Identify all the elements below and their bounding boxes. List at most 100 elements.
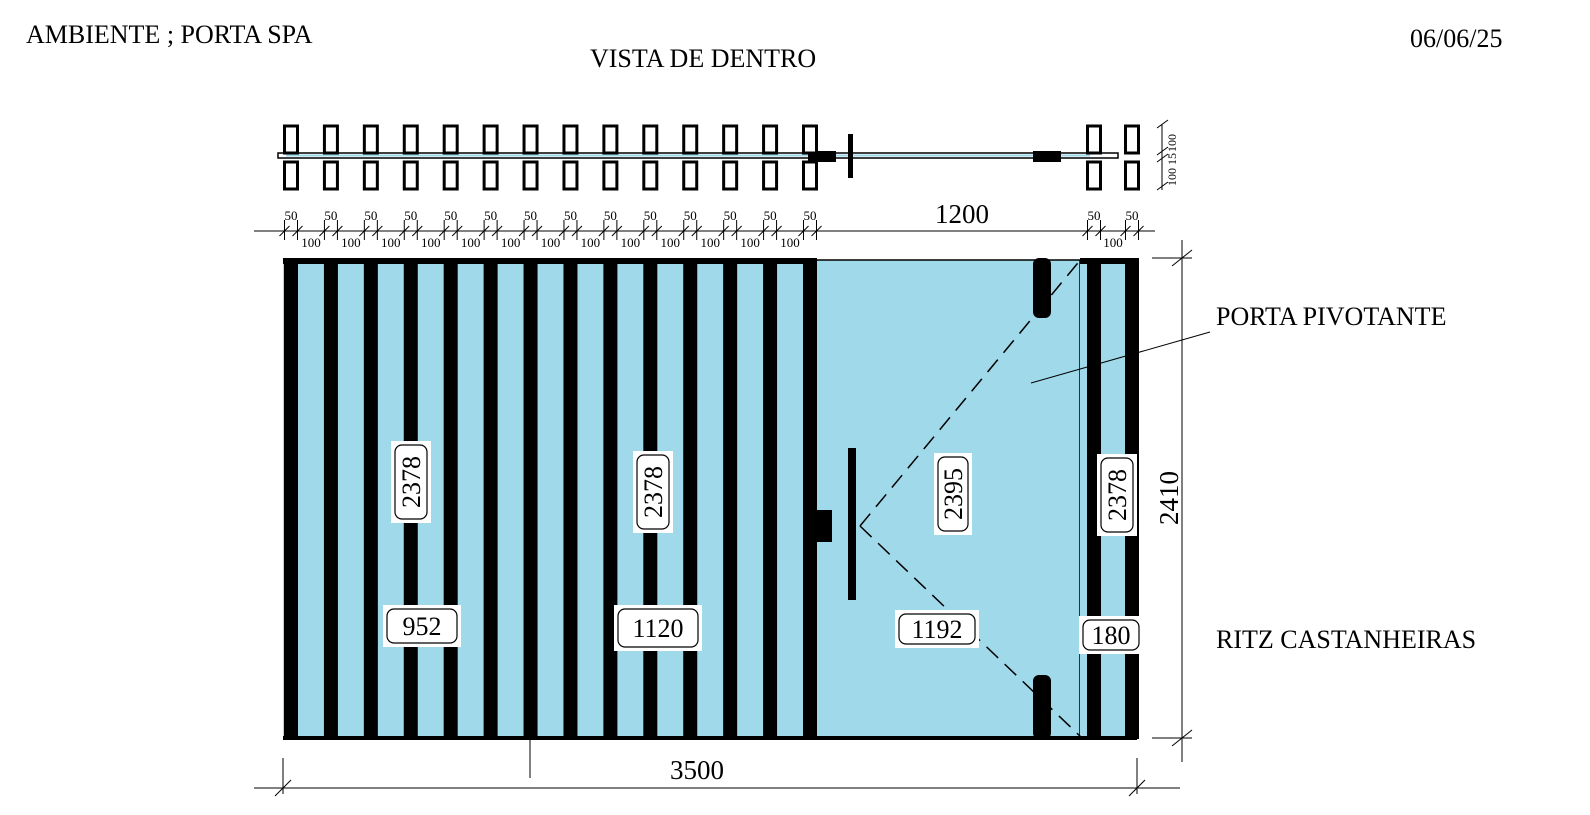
- plan-slat-bottom: [522, 160, 539, 191]
- slat-width-dim: 50: [604, 208, 617, 223]
- slat-spacing-dim: 100: [780, 235, 800, 250]
- plan-slat-bottom: [362, 160, 379, 191]
- plan-view: 100 15 100: [277, 119, 1179, 191]
- slat-spacing-dim: 100: [381, 235, 401, 250]
- slat-spacing-dim: 100: [740, 235, 760, 250]
- width-tag-door: 1192: [895, 610, 979, 648]
- plan-slat-top: [602, 124, 619, 155]
- elevation-slat: [563, 258, 578, 739]
- width-tag-right: 180: [1079, 616, 1143, 654]
- width-tag-left-text: 952: [403, 612, 442, 641]
- slat-width-dim: 50: [684, 208, 697, 223]
- height-tag-left: 2378: [391, 441, 431, 523]
- bottom-pivot: [1033, 675, 1051, 739]
- width-tag-door-frame: [898, 613, 976, 645]
- top-beam-right: [1080, 258, 1136, 264]
- width-tick-right: [1128, 779, 1146, 797]
- drawing-date: 06/06/25: [1410, 24, 1503, 53]
- plan-dim-tick: [1156, 153, 1169, 163]
- elevation-slat: [763, 258, 778, 739]
- plan-slat-bottom: [482, 160, 499, 191]
- width-tick-left: [274, 779, 292, 797]
- slat-width-dim: 50: [324, 208, 337, 223]
- slat-width-dim: 50: [764, 208, 777, 223]
- plan-slat-top: [642, 124, 659, 155]
- plan-slat-top: [682, 124, 699, 155]
- door-leaf-plan: [848, 134, 853, 178]
- top-pivot: [1033, 258, 1051, 318]
- door-handle-block: [812, 510, 832, 542]
- slat-width-dim: 50: [1088, 208, 1101, 223]
- slat-spacing-dim: 100: [541, 235, 561, 250]
- width-tag-left: 952: [383, 605, 461, 647]
- width-tag-middle: 1120: [614, 605, 702, 651]
- slat-width-dim: 50: [564, 208, 577, 223]
- height-tag-door-frame: [937, 456, 969, 532]
- plan-slat-top: [522, 124, 539, 155]
- slat-width-dim: 50: [364, 208, 377, 223]
- plan-dim-gap: 15: [1165, 153, 1179, 165]
- hinge-right-plan: [1033, 151, 1061, 162]
- slat-spacing-dim: 100: [661, 235, 681, 250]
- door-handle-bar[interactable]: [848, 448, 856, 600]
- slat-spacing-dim: 100: [621, 235, 641, 250]
- plan-dim-tick: [1156, 119, 1169, 129]
- plan-slats: [283, 124, 1140, 191]
- plan-dim-top: 100: [1165, 134, 1179, 152]
- client-label: RITZ CASTANHEIRAS: [1216, 625, 1477, 654]
- width-dimension: 3500: [254, 740, 1180, 797]
- elevation-slat: [523, 258, 538, 739]
- plan-slat-top: [283, 124, 299, 155]
- slat-width-dim: 50: [724, 208, 737, 223]
- elevation-slat: [443, 258, 458, 739]
- height-tag-right-text: 2378: [1103, 469, 1132, 521]
- width-tag-right-text: 180: [1092, 621, 1131, 650]
- slat-spacing-dim: 100: [421, 235, 441, 250]
- plan-slat-bottom: [562, 160, 579, 191]
- height-tick-bottom: [1171, 729, 1193, 747]
- height-tag-left-text: 2378: [397, 456, 426, 508]
- plan-slat-bottom: [762, 160, 779, 191]
- plan-slat-top: [762, 124, 779, 155]
- height-tag-left-frame: [394, 444, 428, 520]
- plan-slat-top: [802, 124, 818, 155]
- plan-slat-bottom: [1124, 160, 1140, 191]
- slat-spacing-dim: 100: [341, 235, 361, 250]
- plan-slat-top: [362, 124, 379, 155]
- view-title: VISTA DE DENTRO: [590, 44, 817, 73]
- top-beam: [283, 258, 810, 264]
- plan-slat-top: [322, 124, 339, 155]
- total-height-dim: 2410: [1154, 471, 1184, 525]
- glass-fill-plan: [286, 154, 1090, 157]
- plan-slat-top: [442, 124, 459, 155]
- width-tag-door-text: 1192: [911, 615, 962, 644]
- slat-spacing-dim: 100: [461, 235, 481, 250]
- swing-line-top: [859, 257, 1083, 527]
- slat-width-dim: 50: [644, 208, 657, 223]
- width-tag-right-frame: [1082, 619, 1140, 651]
- slat-width-dim: 50: [404, 208, 417, 223]
- elevation-slat: [723, 258, 738, 739]
- width-tag-middle-frame: [617, 608, 699, 648]
- plan-slat-bottom: [1086, 160, 1102, 191]
- slat-width-dim: 50: [1126, 208, 1139, 223]
- slat-width-dim: 50: [285, 208, 298, 223]
- elevation-slat: [803, 258, 817, 739]
- height-dimension: 2410: [1152, 240, 1193, 762]
- door-width-dim: 1200: [935, 199, 989, 229]
- slat-width-dim: 50: [524, 208, 537, 223]
- height-tag-right-frame: [1100, 457, 1134, 533]
- height-tag-middle-frame: [636, 454, 670, 530]
- elevation-slat: [323, 258, 338, 739]
- slat-width-dim: 50: [444, 208, 457, 223]
- elevation-slat: [483, 258, 498, 739]
- plan-dim-tick: [1156, 181, 1169, 191]
- slat-spacing-dim: 100: [301, 235, 321, 250]
- width-tag-left-frame: [386, 608, 458, 644]
- plan-dim-bottom: 100: [1165, 168, 1179, 186]
- plan-slat-top: [722, 124, 739, 155]
- slat-width-dim: 50: [804, 208, 817, 223]
- elevation-slat: [363, 258, 378, 739]
